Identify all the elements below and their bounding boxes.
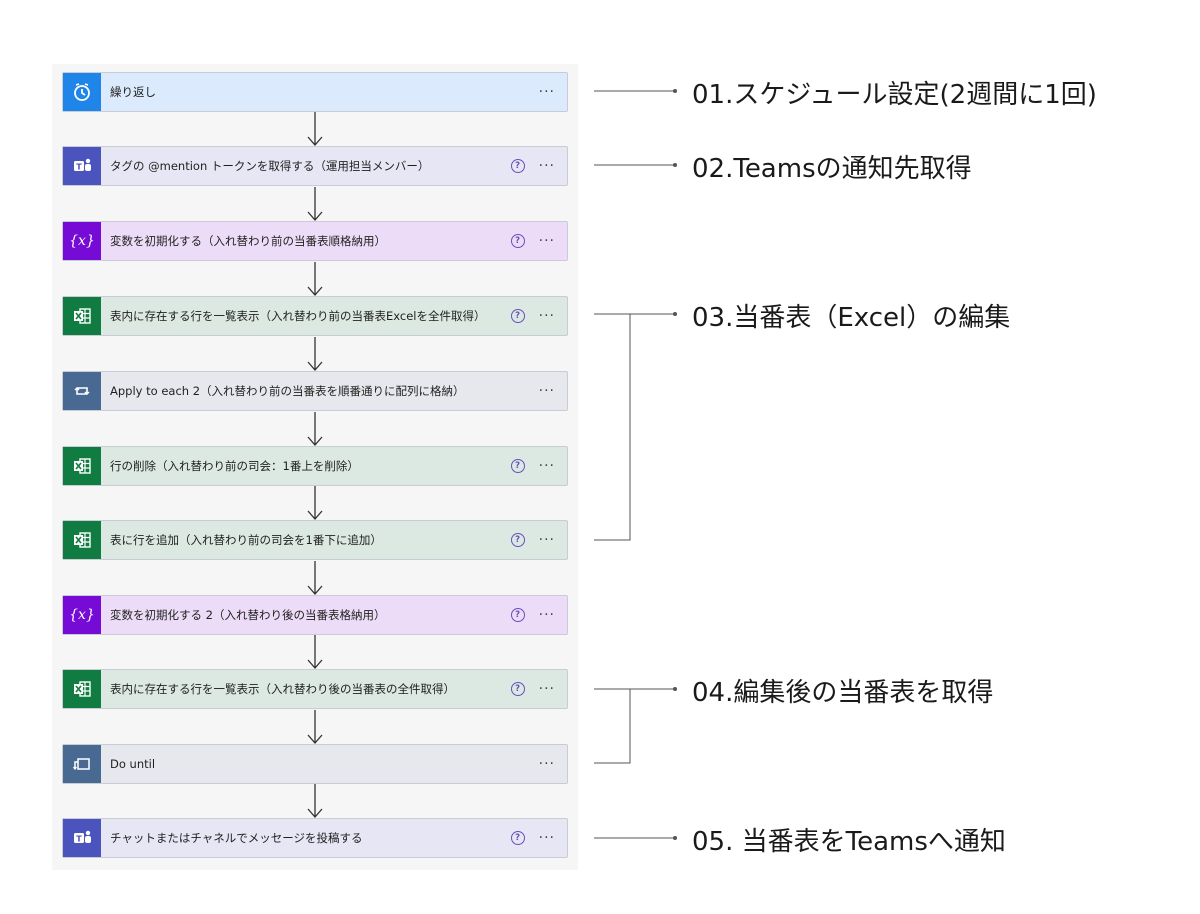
more-options-button[interactable]: ··· bbox=[538, 458, 555, 474]
more-options-button[interactable]: ··· bbox=[538, 756, 555, 772]
step-delete-row[interactable]: 行の削除（入れ替わり前の司会：1番上を削除） ? ··· bbox=[62, 446, 568, 486]
more-options-button[interactable]: ··· bbox=[538, 532, 555, 548]
step-post-message[interactable]: T チャットまたはチャネルでメッセージを投稿する ? ··· bbox=[62, 818, 568, 858]
step-init-variable-2[interactable]: {x} 変数を初期化する 2（入れ替わり後の当番表格納用） ? ··· bbox=[62, 595, 568, 635]
annotation-04: 04.編集後の当番表を取得 bbox=[692, 678, 994, 708]
annotation-01: 01.スケジュール設定(2週間に1回) bbox=[692, 80, 1097, 110]
help-icon[interactable]: ? bbox=[510, 831, 525, 845]
teams-icon: T bbox=[63, 819, 101, 857]
step-do-until[interactable]: Do until ··· bbox=[62, 744, 568, 784]
more-options-button[interactable]: ··· bbox=[538, 84, 555, 100]
step-apply-to-each[interactable]: Apply to each 2（入れ替わり前の当番表を順番通りに配列に格納） ·… bbox=[62, 371, 568, 411]
connector-arrow bbox=[307, 710, 323, 744]
do-until-icon bbox=[63, 745, 101, 783]
step-label: 繰り返し bbox=[110, 85, 156, 99]
variable-icon: {x} bbox=[63, 596, 101, 634]
teams-icon: T bbox=[63, 147, 101, 185]
step-get-mention-token[interactable]: T タグの @mention トークンを取得する（運用担当メンバー） ? ··· bbox=[62, 146, 568, 186]
annotation-05: 05. 当番表をTeamsへ通知 bbox=[692, 827, 1006, 857]
step-label: 変数を初期化する 2（入れ替わり後の当番表格納用） bbox=[110, 608, 386, 622]
help-icon[interactable]: ? bbox=[510, 533, 525, 547]
recurrence-icon bbox=[63, 73, 101, 111]
excel-icon bbox=[63, 521, 101, 559]
help-icon[interactable]: ? bbox=[510, 608, 525, 622]
connector-arrow bbox=[307, 337, 323, 371]
connector-arrow bbox=[307, 635, 323, 669]
variable-icon: {x} bbox=[63, 222, 101, 260]
help-icon[interactable]: ? bbox=[510, 459, 525, 473]
help-icon[interactable]: ? bbox=[510, 682, 525, 696]
step-label: 表内に存在する行を一覧表示（入れ替わり前の当番表Excelを全件取得） bbox=[110, 309, 486, 323]
connector-arrow bbox=[307, 112, 323, 146]
step-label: 表内に存在する行を一覧表示（入れ替わり後の当番表の全件取得） bbox=[110, 682, 455, 696]
more-options-button[interactable]: ··· bbox=[538, 233, 555, 249]
step-label: チャットまたはチャネルでメッセージを投稿する bbox=[110, 831, 363, 845]
more-options-button[interactable]: ··· bbox=[538, 308, 555, 324]
variable-glyph: {x} bbox=[69, 607, 95, 623]
variable-glyph: {x} bbox=[69, 233, 95, 249]
excel-icon bbox=[63, 670, 101, 708]
help-icon[interactable]: ? bbox=[510, 234, 525, 248]
step-recurrence[interactable]: 繰り返し ··· bbox=[62, 72, 568, 112]
excel-icon bbox=[63, 297, 101, 335]
step-list-rows-before[interactable]: 表内に存在する行を一覧表示（入れ替わり前の当番表Excelを全件取得） ? ··… bbox=[62, 296, 568, 336]
more-options-button[interactable]: ··· bbox=[538, 383, 555, 399]
step-list-rows-after[interactable]: 表内に存在する行を一覧表示（入れ替わり後の当番表の全件取得） ? ··· bbox=[62, 669, 568, 709]
connector-arrow bbox=[307, 412, 323, 446]
step-label: タグの @mention トークンを取得する（運用担当メンバー） bbox=[110, 159, 430, 173]
more-options-button[interactable]: ··· bbox=[538, 607, 555, 623]
loop-icon bbox=[63, 372, 101, 410]
more-options-button[interactable]: ··· bbox=[538, 158, 555, 174]
connector-arrow bbox=[307, 561, 323, 595]
annotation-03: 03.当番表（Excel）の編集 bbox=[692, 303, 1011, 333]
connector-arrow bbox=[307, 486, 323, 520]
step-label: Do until bbox=[110, 757, 156, 771]
step-add-row[interactable]: 表に行を追加（入れ替わり前の司会を1番下に追加） ? ··· bbox=[62, 520, 568, 560]
step-label: 表に行を追加（入れ替わり前の司会を1番下に追加） bbox=[110, 533, 382, 547]
connector-arrow bbox=[307, 784, 323, 818]
step-label: 行の削除（入れ替わり前の司会：1番上を削除） bbox=[110, 459, 359, 473]
excel-icon bbox=[63, 447, 101, 485]
svg-text:T: T bbox=[76, 163, 82, 172]
connector-arrow bbox=[307, 262, 323, 296]
step-init-variable[interactable]: {x} 変数を初期化する（入れ替わり前の当番表順格納用） ? ··· bbox=[62, 221, 568, 261]
svg-text:T: T bbox=[76, 835, 82, 844]
step-label: 変数を初期化する（入れ替わり前の当番表順格納用） bbox=[110, 234, 386, 248]
help-icon[interactable]: ? bbox=[510, 159, 525, 173]
help-icon[interactable]: ? bbox=[510, 309, 525, 323]
annotation-02: 02.Teamsの通知先取得 bbox=[692, 154, 972, 184]
more-options-button[interactable]: ··· bbox=[538, 830, 555, 846]
step-label: Apply to each 2（入れ替わり前の当番表を順番通りに配列に格納） bbox=[110, 384, 465, 398]
more-options-button[interactable]: ··· bbox=[538, 681, 555, 697]
connector-arrow bbox=[307, 187, 323, 221]
